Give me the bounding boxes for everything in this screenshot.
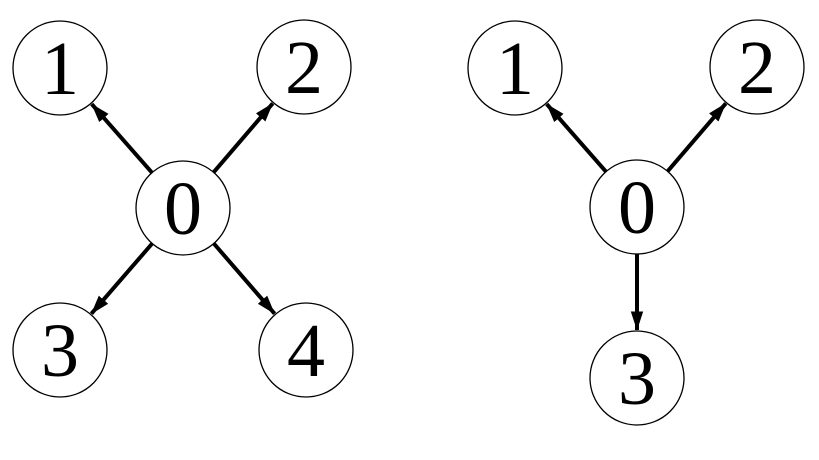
edge-0-1 <box>90 102 154 175</box>
node-label-3: 3 <box>618 337 656 421</box>
edge-0-4 <box>212 242 277 316</box>
node-0 <box>135 160 231 256</box>
node-label-3: 3 <box>41 309 79 393</box>
edge-0-1 <box>545 102 608 174</box>
node-label-2: 2 <box>738 26 776 110</box>
edge-0-2 <box>666 102 728 173</box>
node-2 <box>709 19 805 115</box>
node-0 <box>589 159 685 255</box>
left-star-graph: 0 1 2 3 4 <box>12 19 354 398</box>
node-label-4: 4 <box>287 309 325 393</box>
node-label-0: 0 <box>164 167 202 251</box>
node-3 <box>589 330 685 426</box>
node-3 <box>12 302 108 398</box>
node-1 <box>467 20 563 116</box>
node-label-0: 0 <box>618 166 656 250</box>
right-star-graph: 01 2 3 <box>467 19 805 426</box>
node-1 <box>12 20 108 116</box>
node-label-1: 1 <box>496 27 534 111</box>
node-label-1: 1 <box>41 27 79 111</box>
node-label-2: 2 <box>285 26 323 110</box>
edge-0-2 <box>212 102 275 174</box>
node-4 <box>258 302 354 398</box>
node-2 <box>256 19 352 115</box>
edge-0-3 <box>89 242 154 316</box>
